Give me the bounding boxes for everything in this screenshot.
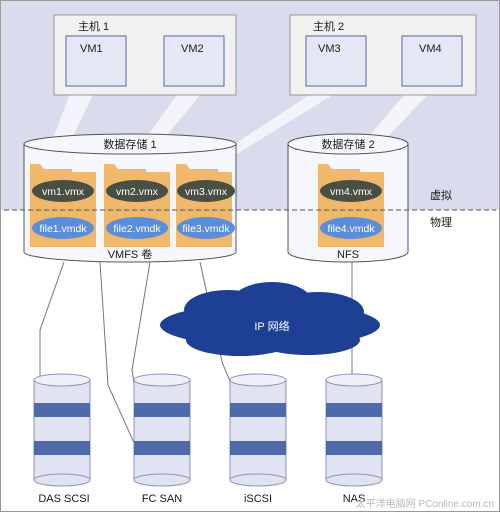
- storage-nas: NAS: [325, 373, 383, 505]
- vm-box: [163, 35, 225, 87]
- storage-label: iSCSI: [244, 493, 272, 505]
- vm-box: [401, 35, 463, 87]
- vmdk-label: file4.vmdk: [327, 223, 375, 235]
- storage-fc-san: FC SAN: [133, 373, 191, 505]
- watermark: 太平洋电脑网 PConline.com.cn: [356, 497, 494, 510]
- ip-network-cloud: IP 网络: [160, 282, 380, 356]
- vmdk-file: [320, 217, 382, 239]
- vmdk-label: file3.vmdk: [182, 223, 230, 235]
- volume-label: VMFS 卷: [108, 247, 153, 261]
- vm-label: VM1: [80, 43, 103, 55]
- datastore-2: 数据存储 2 vm4.vmx file4.vmdk NFS: [287, 133, 409, 263]
- vmdk-file: [106, 217, 168, 239]
- host-label: 主机 1: [78, 19, 109, 33]
- storage-label: DAS SCSI: [38, 493, 89, 505]
- vmx-file: [106, 180, 168, 202]
- virtual-layer-label: 虚拟: [430, 188, 452, 202]
- vmx-file: [320, 180, 382, 202]
- storage-iscsi: iSCSI: [229, 373, 287, 505]
- folder-icon: [104, 164, 146, 173]
- physical-layer-label: 物理: [430, 215, 452, 229]
- vm-box: [305, 35, 367, 87]
- vmx-label: vm2.vmx: [116, 186, 159, 198]
- datastore-1: 数据存储 1 vm1.vmx file1.vmdk vm2.vmx file2.…: [23, 133, 237, 263]
- folder-icon: [30, 164, 72, 173]
- vmx-label: vm1.vmx: [42, 186, 85, 198]
- host-label: 主机 2: [313, 19, 344, 33]
- vm-label: VM3: [318, 43, 341, 55]
- vmdk-label: file1.vmdk: [39, 223, 87, 235]
- vmx-file: [32, 180, 94, 202]
- folder-icon: [318, 164, 360, 173]
- storage-label: NAS: [343, 493, 366, 505]
- volume-label: NFS: [337, 249, 359, 261]
- vmx-label: vm3.vmx: [185, 186, 228, 198]
- vm-label: VM4: [419, 43, 442, 55]
- vm-box: [65, 35, 127, 87]
- host-1: 主机 1 VM1 VM2: [53, 14, 237, 96]
- folder-icon: [176, 164, 218, 173]
- datastore-label: 数据存储 1: [103, 137, 156, 151]
- vmdk-label: file2.vmdk: [113, 223, 161, 235]
- datastore-label: 数据存储 2: [321, 137, 374, 151]
- vmdk-file: [177, 217, 235, 239]
- vmx-label: vm4.vmx: [330, 186, 373, 198]
- vmx-file: [177, 180, 235, 202]
- storage-label: FC SAN: [142, 493, 182, 505]
- vmdk-file: [32, 217, 94, 239]
- network-label: IP 网络: [254, 319, 289, 333]
- vm-label: VM2: [181, 43, 204, 55]
- host-2: 主机 2 VM3 VM4: [289, 14, 477, 96]
- storage-das-scsi: DAS SCSI: [33, 373, 91, 505]
